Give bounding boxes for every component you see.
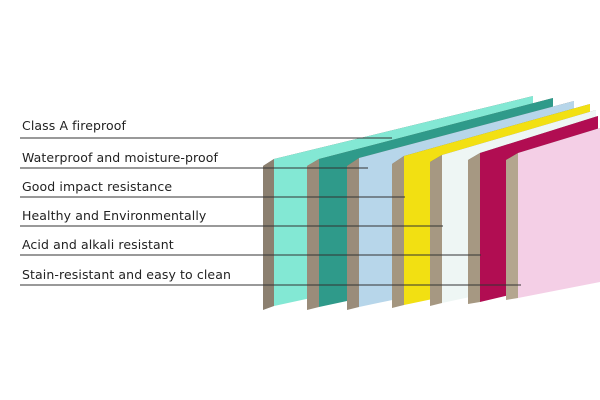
board-light-pink-edge bbox=[506, 153, 518, 300]
feature-label-acid: Acid and alkali resistant bbox=[22, 237, 174, 252]
board-aqua-edge bbox=[263, 159, 274, 310]
feature-label-healthy: Healthy and Environmentally bbox=[22, 208, 207, 223]
board-white-edge bbox=[430, 155, 442, 306]
board-teal-edge bbox=[307, 159, 319, 310]
board-light-pink bbox=[506, 128, 600, 300]
feature-label-impact: Good impact resistance bbox=[22, 179, 173, 194]
board-yellow-edge bbox=[392, 156, 404, 308]
board-magenta-edge bbox=[468, 153, 480, 304]
board-light-blue-edge bbox=[347, 158, 359, 310]
board-light-pink-face bbox=[518, 128, 600, 298]
feature-label-fireproof: Class A fireproof bbox=[22, 118, 127, 133]
feature-label-stain: Stain-resistant and easy to clean bbox=[22, 267, 231, 282]
feature-label-waterproof: Waterproof and moisture-proof bbox=[22, 150, 219, 165]
